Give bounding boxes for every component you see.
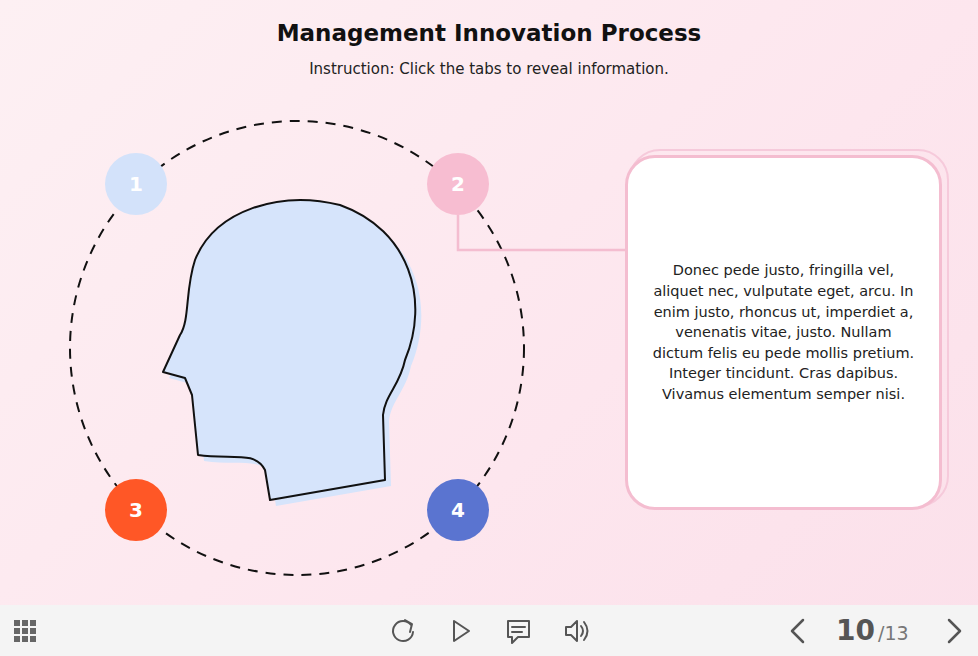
prev-arrow [792, 620, 803, 642]
menu-grid-icon [14, 620, 36, 642]
title: Management Innovation Process [0, 20, 978, 46]
callout-text: Donec pede justo, fringilla vel, aliquet… [650, 260, 917, 404]
volume-icon [566, 621, 588, 641]
tab-number: 4 [451, 500, 465, 520]
tab-number: 3 [129, 500, 143, 520]
page-total: /13 [878, 622, 909, 644]
step-tab: 4 [427, 479, 489, 541]
captions-icon [508, 621, 529, 643]
step-tab: 3 [105, 479, 167, 541]
step-tab: 2 [427, 153, 489, 215]
next-arrow [949, 620, 960, 642]
play-icon [454, 621, 469, 641]
player-bar [0, 605, 978, 656]
info-callout: Donec pede justo, fringilla vel, aliquet… [625, 155, 942, 510]
replay-icon [393, 620, 413, 641]
tab-number: 2 [451, 174, 465, 194]
step-tab: 1 [105, 153, 167, 215]
page-current: 10 [836, 614, 875, 647]
tab-number: 1 [129, 174, 143, 194]
dashed-ring [70, 121, 524, 575]
head-silhouette [163, 200, 421, 506]
instruction: Instruction: Click the tabs to reveal in… [0, 60, 978, 78]
leader-line [458, 215, 625, 250]
